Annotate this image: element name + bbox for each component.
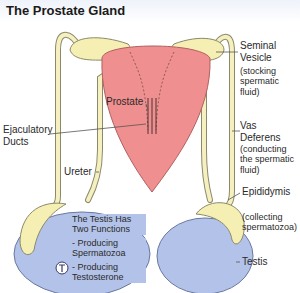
part-label: Testis [242, 256, 292, 268]
part-note: - Producing Spermatozoa [72, 238, 146, 259]
epididymis-organ [196, 203, 244, 244]
prostate-organ [102, 46, 210, 192]
leader-line [216, 52, 238, 53]
part-label: Epididymis [242, 186, 298, 198]
duct-line [156, 52, 174, 130]
part-label: Prostate [106, 96, 148, 108]
vas-deferens-outline [212, 37, 232, 208]
part-note: The Testis Has Two Functions [72, 214, 146, 235]
epididymis-organ [20, 203, 66, 254]
leader-line [50, 124, 146, 134]
leader-line [146, 104, 148, 110]
part-label: Vas Deferens [240, 120, 298, 143]
leader-line [228, 193, 240, 200]
part-label: Ureter [64, 166, 98, 178]
diagram-title: The Prostate Gland [6, 4, 125, 19]
part-note: (stocking spermatic fluid) [240, 66, 298, 97]
part-label: Ejaculatory Ducts [3, 124, 51, 147]
testosterone-icon [59, 265, 65, 272]
testosterone-icon [56, 262, 68, 274]
leader-line [232, 131, 240, 132]
part-label: Seminal Vesicle [240, 40, 298, 63]
duct-line [148, 98, 156, 134]
vas-deferens-tube [212, 37, 232, 208]
part-note: (collecting spermatozoa) [242, 212, 298, 233]
header-band [0, 0, 300, 22]
duct-line [130, 52, 148, 130]
part-note: - Producing Testosterone [72, 262, 146, 283]
part-note: (conducting the spermatic fluid) [240, 144, 298, 175]
leader-line [236, 262, 240, 263]
leader-line [96, 172, 99, 173]
